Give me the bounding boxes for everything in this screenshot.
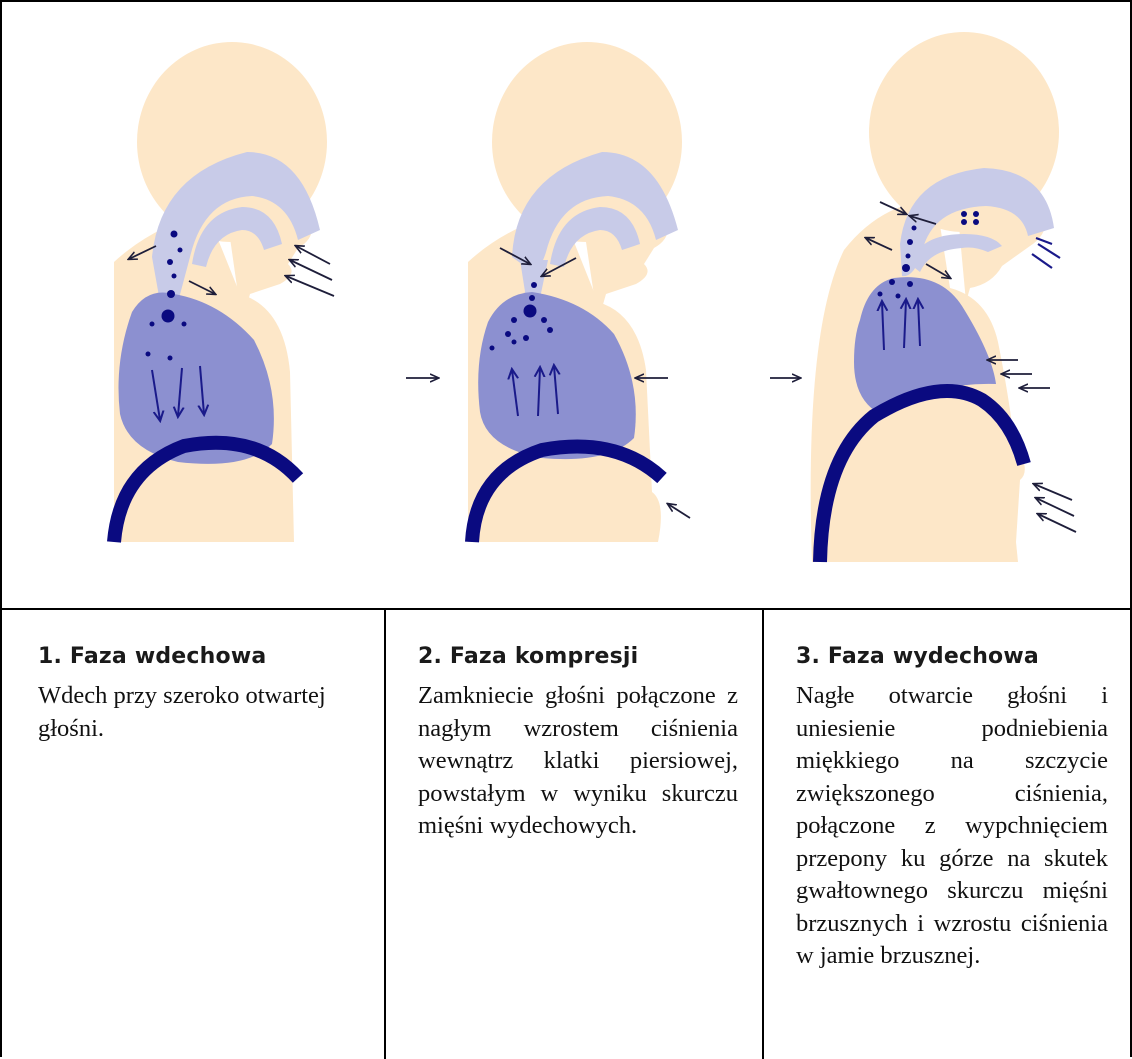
table-divider-vertical-2 (762, 610, 764, 1059)
figure-phase-1 (114, 42, 334, 542)
phase-2-description: Zamkniecie głośni połą­czone z nagłym wz… (418, 680, 738, 843)
phase-3-heading: 3. Faza wydechowa (796, 644, 1039, 669)
phase-3-description: Nagłe otwarcie głośni i uniesienie podni… (796, 680, 1108, 973)
figure-phase-2 (406, 42, 690, 542)
phase-2-cell: 2. Faza kompresji Zamkniecie głośni połą… (418, 610, 738, 1059)
phase-2-heading: 2. Faza kompresji (418, 644, 638, 669)
phase-1-cell: 1. Faza wdechowa Wdech przy szeroko otwa… (38, 610, 360, 1059)
table-divider-vertical-1 (384, 610, 386, 1059)
phase-1-heading: 1. Faza wdechowa (38, 644, 266, 669)
phase-1-description: Wdech przy szeroko otwartej głośni. (38, 680, 360, 745)
cough-phases-illustration (2, 2, 1130, 608)
phase-3-cell: 3. Faza wydechowa Nagłe otwarcie głośni … (796, 610, 1108, 1059)
figure-phase-3 (770, 32, 1076, 562)
